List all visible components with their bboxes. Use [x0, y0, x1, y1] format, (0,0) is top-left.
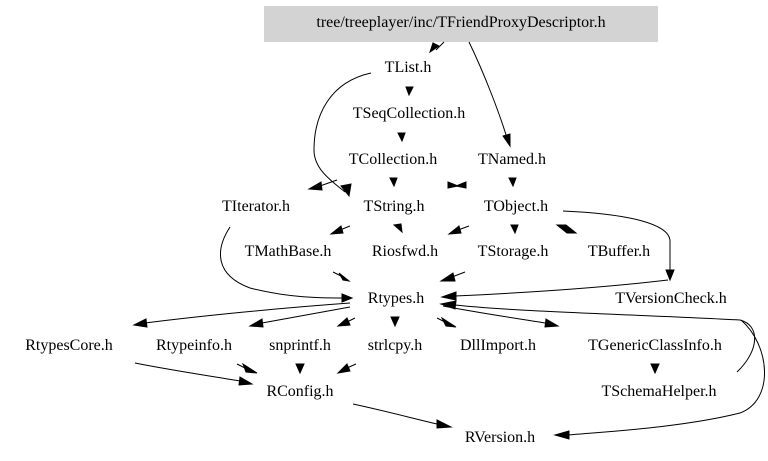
arrow-tbuffer-rtypes	[440, 291, 457, 301]
node-rtypeinfo[interactable]: Rtypeinfo.h	[156, 337, 232, 354]
node-tcollection[interactable]: TCollection.h	[348, 151, 438, 168]
edge-tversioncheck-rversion	[567, 319, 765, 436]
arrow-tstring-tmathbase	[329, 225, 344, 235]
node-rversion[interactable]: RVersion.h	[464, 429, 536, 446]
node-tstorage[interactable]: TStorage.h	[477, 243, 549, 260]
edge-titerator-rtypes	[219, 226, 346, 299]
arrow-snprintf-rconfig	[295, 363, 305, 375]
arrow-tgenericclassinfo-tschemahelper	[650, 363, 660, 375]
node-tnamed[interactable]: TNamed.h	[478, 151, 546, 168]
edge-tobject-tversioncheck	[562, 210, 671, 270]
arrow-tversioncheck-rversion	[553, 430, 570, 440]
arrow-tcollection-tstring	[389, 177, 398, 188]
node-tversioncheck[interactable]: TVersionCheck.h	[615, 290, 727, 307]
node-tseqcollection[interactable]: TSeqCollection.h	[352, 105, 466, 122]
arrow-rtypes-snprintf	[336, 317, 351, 327]
arrow-tobject-tstorage	[510, 224, 519, 235]
arrow-root-tlist	[429, 42, 440, 54]
arrow-tlist-tseqcollection	[405, 86, 414, 97]
arrow-tcollection-titerator	[307, 181, 323, 191]
node-tstring[interactable]: TString.h	[363, 198, 425, 215]
arrow-tobject-tversioncheck	[665, 269, 675, 282]
edge-tlist-tstring	[313, 72, 372, 193]
arrow-strlcpy-rconfig	[336, 363, 351, 374]
arrow-rtypescore-rconfig	[238, 376, 254, 386]
arrow-rtypes-dllimport	[440, 316, 457, 328]
node-tschemahelper[interactable]: TSchemaHelper.h	[601, 383, 717, 400]
edge-rtypes-rtypescore	[144, 302, 351, 324]
arrow-tcollection-tobject	[447, 181, 460, 189]
node-tobject[interactable]: TObject.h	[483, 198, 549, 215]
node-riosfwd[interactable]: Riosfwd.h	[371, 243, 439, 260]
arrow-tstring-riosfwd	[392, 223, 403, 234]
arrow-rtypeinfo-rconfig	[242, 362, 258, 374]
arrow-tnamed-tobject	[508, 177, 517, 188]
arrow-rtypes-tgenericclassinfo	[544, 318, 560, 328]
arrow-titerator-rtypes	[341, 293, 354, 303]
node-snprintf[interactable]: snprintf.h	[269, 337, 331, 354]
node-rtypes[interactable]: Rtypes.h	[367, 290, 425, 307]
arrow-rconfig-rversion	[436, 419, 453, 429]
edge-root-tlist	[435, 41, 445, 51]
edge-tbuffer-rtypes	[454, 279, 669, 297]
edge-rconfig-rversion	[352, 403, 438, 425]
node-strlcpy[interactable]: strlcpy.h	[367, 337, 423, 354]
node-tbuffer[interactable]: TBuffer.h	[587, 243, 651, 260]
edge-rtypeinfo-rconfig	[236, 363, 246, 369]
node-root[interactable]: tree/treeplayer/inc/TFriendProxyDescript…	[316, 14, 606, 31]
node-tmathbase[interactable]: TMathBase.h	[244, 243, 332, 260]
root-node-box[interactable]	[264, 6, 658, 42]
arrow-rtypes-rtypeinfo	[248, 318, 264, 328]
edge-rtypescore-rconfig	[134, 362, 241, 382]
node-tgenericclassinfo[interactable]: TGenericClassInfo.h	[588, 337, 722, 354]
edge-tschemahelper-rtypes	[454, 304, 756, 373]
arrow-rtypes-rtypescore	[132, 318, 148, 328]
arrow-tnamed-tstring	[454, 181, 467, 189]
arrow-rtypes-strlcpy	[390, 316, 400, 328]
node-titerator[interactable]: TIterator.h	[222, 198, 290, 215]
arrow-tobject-riosfwd	[447, 225, 462, 235]
arrow-tobject-tbuffer	[555, 224, 578, 234]
arrow-tlist-tstring	[340, 183, 352, 198]
arrow-tmathbase-rtypes	[338, 272, 351, 282]
arrow-tseqcoll-tcollection	[397, 132, 406, 143]
edge-root-tnamed	[468, 41, 508, 139]
arrow-tstorage-rtypes	[439, 272, 456, 282]
edge-rtypes-tgenericclassinfo	[442, 305, 546, 324]
node-dllimport[interactable]: DllImport.h	[460, 337, 536, 354]
node-tlist[interactable]: TList.h	[384, 59, 432, 76]
arrow-root-tnamed	[502, 133, 511, 148]
edge-tcollection-titerator	[319, 179, 338, 187]
edge-rtypes-rtypeinfo	[261, 306, 351, 324]
edge-tmathbase-rtypes	[332, 271, 342, 277]
node-rtypescore[interactable]: RtypesCore.h	[25, 337, 113, 354]
node-rconfig[interactable]: RConfig.h	[266, 383, 334, 400]
